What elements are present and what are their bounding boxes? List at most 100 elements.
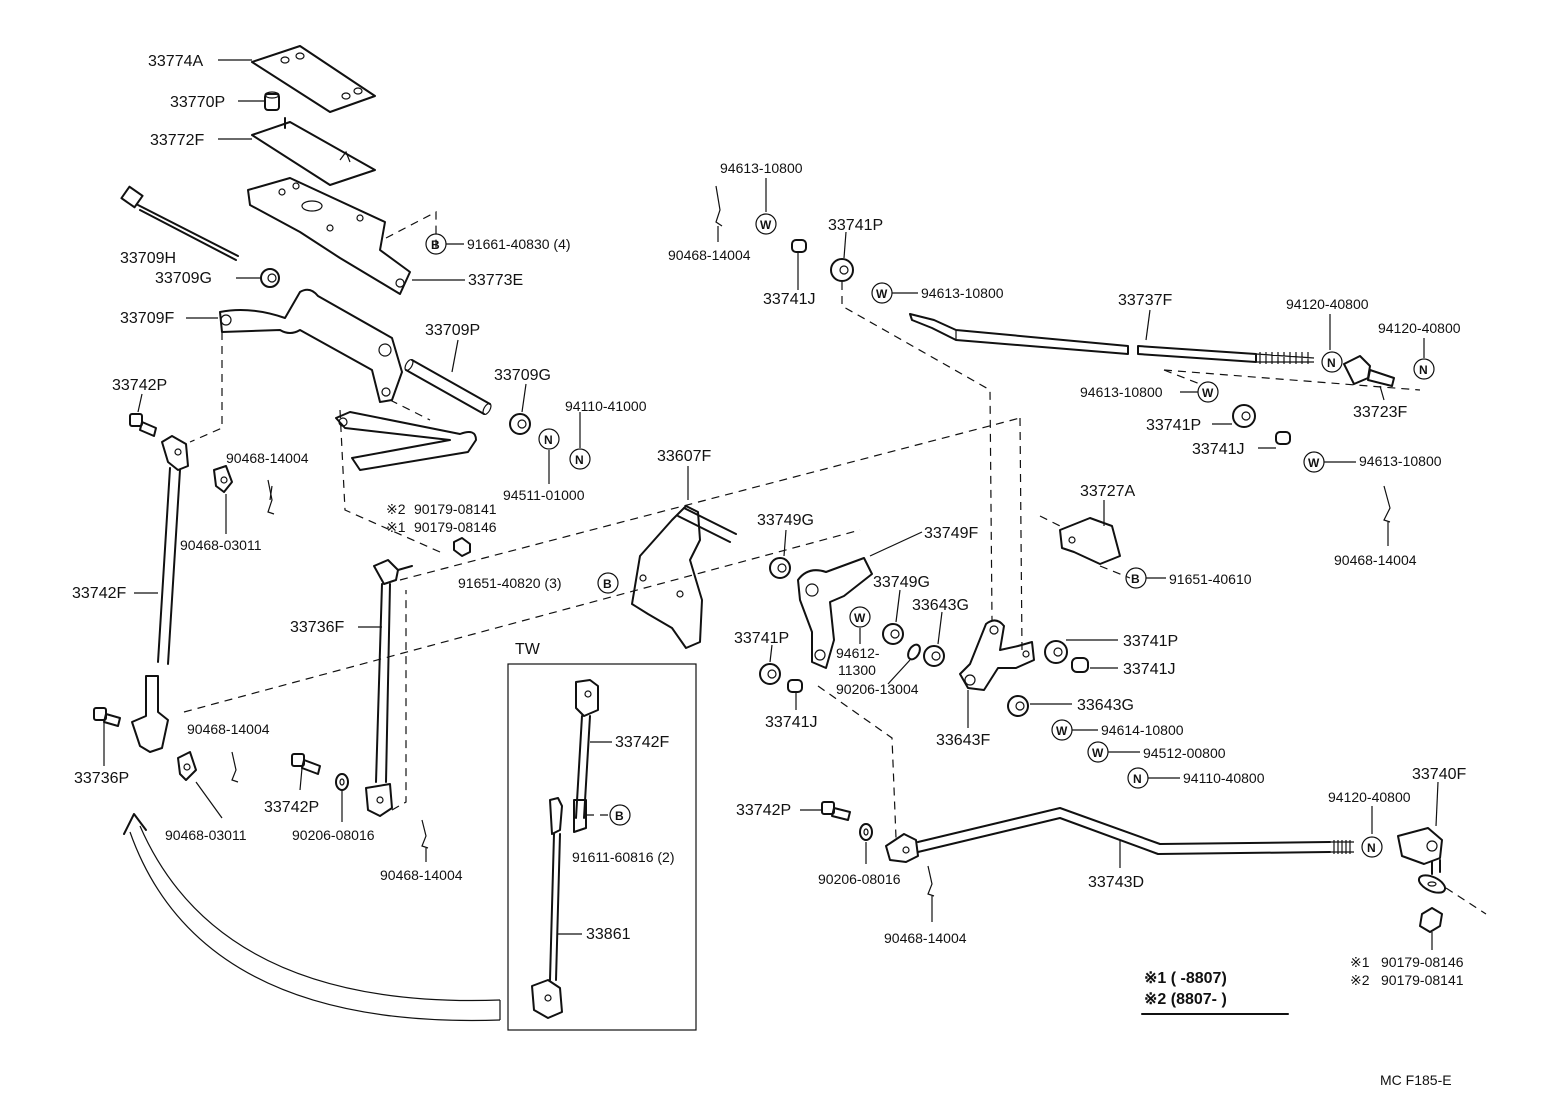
label-90468-14004-c: 90468-14004 bbox=[380, 867, 463, 883]
bushing-33741J-d bbox=[1071, 657, 1089, 673]
label-33742P-b: 33742P bbox=[264, 799, 319, 816]
label-94511-01000: 94511-01000 bbox=[503, 487, 585, 503]
label-33741P-c: 33741P bbox=[734, 630, 789, 647]
label-90179-08146-b: 90179-08146 bbox=[1381, 954, 1464, 970]
svg-text:W: W bbox=[1056, 724, 1068, 738]
label-91611-60816: 91611-60816 (2) bbox=[572, 849, 674, 865]
label-90468-14004-b: 90468-14004 bbox=[187, 721, 270, 737]
label-94613-10800-b: 94613-10800 bbox=[921, 285, 1004, 301]
washer-90206-08016-a bbox=[335, 773, 349, 791]
label-90206-08016-b: 90206-08016 bbox=[818, 871, 901, 887]
bushing-33741J-a bbox=[791, 239, 807, 253]
clip-90468-14004-e bbox=[1383, 485, 1391, 523]
svg-text:N: N bbox=[544, 433, 553, 447]
bolt-91661-40830: B bbox=[425, 233, 447, 255]
label-90179-08141: 90179-08141 bbox=[414, 501, 497, 517]
label-94120-40800-b: 94120-40800 bbox=[1378, 320, 1461, 336]
label-33774A: 33774A bbox=[148, 53, 203, 70]
label-33749G-b: 33749G bbox=[873, 574, 930, 591]
label-94613-10800-d: 94613-10800 bbox=[1359, 453, 1442, 469]
nut-94120-40800-b: N bbox=[1413, 358, 1435, 380]
label-94613-10800-a: 94613-10800 bbox=[720, 160, 803, 176]
lever-lower bbox=[335, 411, 477, 471]
label-90468-14004-f: 90468-14004 bbox=[884, 930, 967, 946]
washer-94613-10800-d: W bbox=[1303, 451, 1325, 473]
washer-90206-08016-b bbox=[859, 823, 873, 841]
joint-33723F bbox=[1343, 355, 1395, 387]
label-33740F: 33740F bbox=[1412, 766, 1466, 783]
clip-90468-14004-c bbox=[421, 819, 429, 849]
svg-text:W: W bbox=[854, 611, 866, 625]
label-33741J-a: 33741J bbox=[763, 291, 816, 308]
label-91651-40610: 91651-40610 bbox=[1169, 571, 1252, 587]
transfer-arrow bbox=[123, 813, 501, 1022]
bushing-33741J-c bbox=[787, 679, 803, 693]
note-line-2: ※2 (8807- ) bbox=[1144, 991, 1227, 1008]
label-94110-41000: 94110-41000 bbox=[565, 398, 647, 414]
washer-90206-13004 bbox=[907, 643, 921, 661]
joint-33740F bbox=[1397, 827, 1443, 875]
label-33741P-a: 33741P bbox=[828, 217, 883, 234]
svg-text:B: B bbox=[431, 238, 440, 252]
label-94120-40800-c: 94120-40800 bbox=[1328, 789, 1411, 805]
label-33709G-b: 33709G bbox=[494, 367, 551, 384]
washer-94613-10800-a: W bbox=[755, 213, 777, 235]
label-33741P-d: 33741P bbox=[1123, 633, 1178, 650]
rod-33743D bbox=[885, 807, 1354, 863]
label-91661-40830: 91661-40830 (4) bbox=[467, 236, 571, 252]
label-90468-03011-b: 90468-03011 bbox=[165, 827, 247, 843]
svg-text:W: W bbox=[760, 218, 772, 232]
note-line-1: ※1 ( -8807) bbox=[1144, 970, 1227, 987]
label-33749F: 33749F bbox=[924, 525, 978, 542]
svg-text:N: N bbox=[1419, 363, 1428, 377]
bushing-33643G-a bbox=[923, 645, 945, 667]
label-90468-14004-e: 90468-14004 bbox=[1334, 552, 1417, 568]
bolt-91611-60816: B bbox=[609, 804, 631, 826]
bolt-33742P-a bbox=[129, 413, 157, 437]
svg-text:N: N bbox=[575, 453, 584, 467]
label-33709G-a: 33709G bbox=[155, 270, 212, 287]
svg-text:N: N bbox=[1133, 772, 1142, 786]
bolt-91651-40820: B bbox=[597, 572, 619, 594]
bolt-33742P-b bbox=[291, 753, 321, 775]
washer-94613-10800-b: W bbox=[871, 282, 893, 304]
label-90468-14004-a: 90468-14004 bbox=[226, 450, 309, 466]
rod-33742F-a bbox=[131, 435, 189, 753]
plate-33772F bbox=[251, 117, 376, 186]
label-33709H: 33709H bbox=[120, 250, 176, 267]
bushing-33749G-b bbox=[882, 623, 904, 645]
label-90179-08141-b: 90179-08141 bbox=[1381, 972, 1464, 988]
label-94612-b: 11300 bbox=[838, 662, 876, 678]
lever-33643F bbox=[959, 619, 1035, 691]
rod-33737F bbox=[909, 313, 1315, 364]
label-33741J-d: 33741J bbox=[1123, 661, 1176, 678]
nut-94110-40800: N bbox=[1127, 767, 1149, 789]
note-mark-1b: ※1 bbox=[1350, 954, 1370, 970]
label-94613-10800-c: 94613-10800 bbox=[1080, 384, 1163, 400]
label-94614-10800: 94614-10800 bbox=[1101, 722, 1184, 738]
bushing-33741J-b bbox=[1275, 431, 1291, 445]
bolt-33742P-c bbox=[821, 801, 851, 821]
bushing-33643G-b bbox=[1007, 695, 1029, 717]
bolt-33709H bbox=[120, 185, 239, 261]
clip-90468-14004-d bbox=[715, 185, 723, 227]
svg-text:B: B bbox=[1131, 572, 1140, 586]
clip-90468-03011-a bbox=[213, 465, 233, 493]
rod-33742F-b bbox=[573, 679, 599, 833]
label-33723F: 33723F bbox=[1353, 404, 1407, 421]
label-33770P: 33770P bbox=[170, 94, 225, 111]
rod-33736F bbox=[365, 559, 413, 817]
washer-bottom-right bbox=[1417, 874, 1447, 894]
svg-text:B: B bbox=[615, 809, 624, 823]
bushing-33741P-d bbox=[1044, 640, 1068, 664]
label-33772F: 33772F bbox=[150, 132, 204, 149]
label-90179-08146: 90179-08146 bbox=[414, 519, 497, 535]
label-33736F: 33736F bbox=[290, 619, 344, 636]
lever-33749F bbox=[797, 557, 873, 669]
svg-text:W: W bbox=[876, 287, 888, 301]
label-33743D: 33743D bbox=[1088, 874, 1144, 891]
nut-94120-40800-a: N bbox=[1321, 351, 1343, 373]
nut-94120-40800-c: N bbox=[1361, 836, 1383, 858]
washer-94613-10800-c: W bbox=[1197, 381, 1219, 403]
